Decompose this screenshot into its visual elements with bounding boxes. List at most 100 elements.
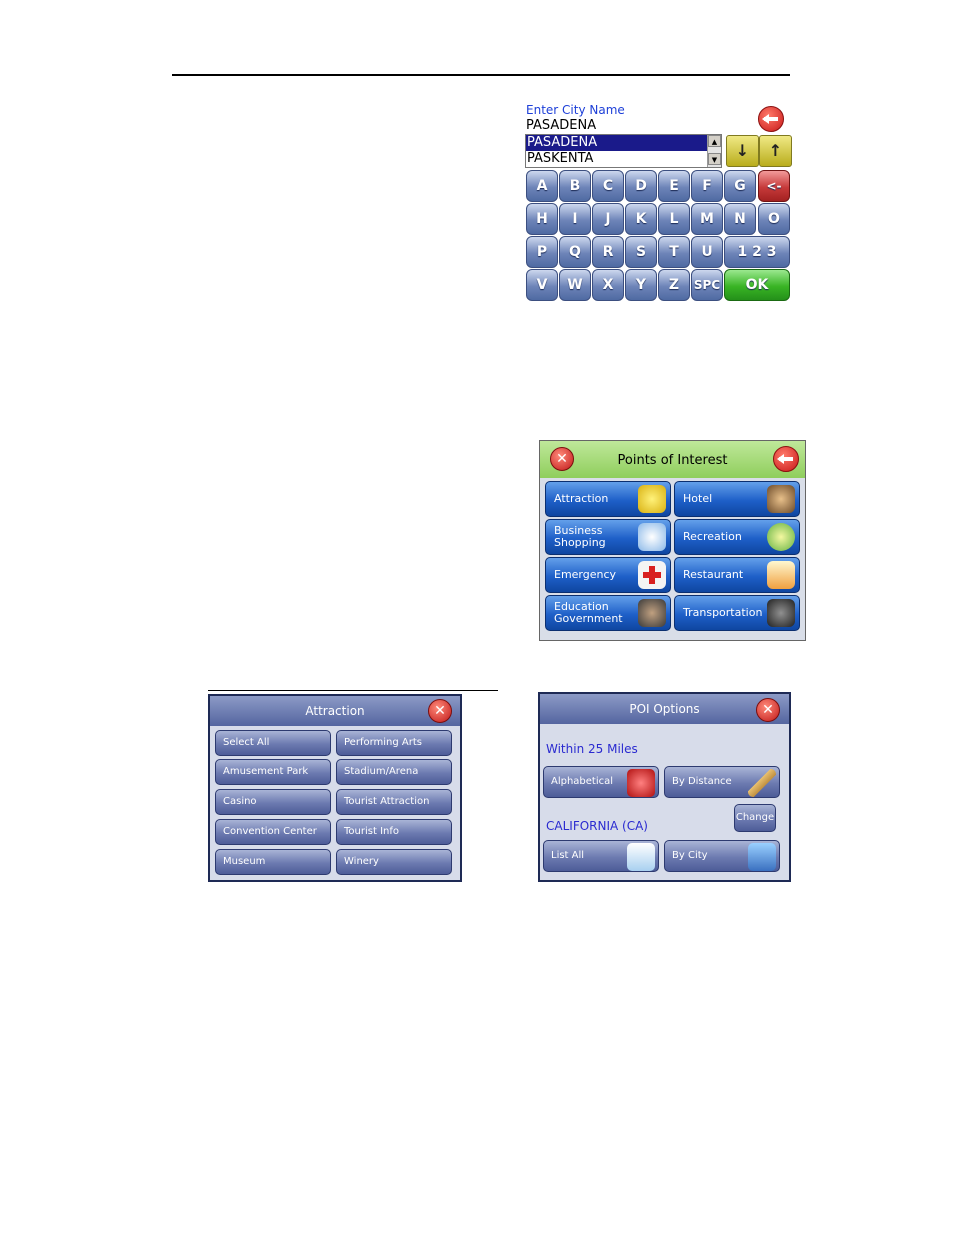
key-g[interactable]: G xyxy=(724,170,756,202)
poi-business-shopping-button[interactable]: Business Shopping xyxy=(545,519,671,555)
list-item[interactable]: Amusement Park xyxy=(215,759,331,785)
key-m[interactable]: M xyxy=(691,203,723,235)
city-input[interactable]: PASADENA xyxy=(526,118,597,133)
up-arrow-button[interactable]: ↑ xyxy=(759,135,792,167)
list-item[interactable]: PASADENA xyxy=(526,135,721,151)
scroll-up-icon[interactable]: ▲ xyxy=(708,135,721,147)
key-x[interactable]: X xyxy=(592,269,624,301)
list-item[interactable]: Performing Arts xyxy=(336,730,452,756)
list-item[interactable]: Tourist Attraction xyxy=(336,789,452,815)
poi-button-label: Hotel xyxy=(683,492,713,505)
poi-hotel-button[interactable]: Hotel xyxy=(674,481,800,517)
poi-transportation-button[interactable]: Transportation xyxy=(674,595,800,631)
divider-rule xyxy=(208,690,498,691)
ruler-icon xyxy=(748,769,776,797)
key-k[interactable]: K xyxy=(625,203,657,235)
drink-icon xyxy=(767,561,795,589)
list-item[interactable]: Casino xyxy=(215,789,331,815)
masks-icon xyxy=(638,485,666,513)
change-button[interactable]: Change xyxy=(734,804,776,832)
back-icon[interactable] xyxy=(773,446,799,472)
poi-panel: ✕ Points of Interest Attraction Hotel Bu… xyxy=(539,440,806,641)
key-z[interactable]: Z xyxy=(658,269,690,301)
notepad-icon xyxy=(627,843,655,871)
key-p[interactable]: P xyxy=(526,236,558,268)
key-c[interactable]: C xyxy=(592,170,624,202)
key-d[interactable]: D xyxy=(625,170,657,202)
key-s[interactable]: S xyxy=(625,236,657,268)
key-o[interactable]: O xyxy=(758,203,790,235)
attraction-dialog: Attraction ✕ Select All Performing Arts … xyxy=(208,694,462,882)
poi-button-label: Education Government xyxy=(554,600,623,625)
radius-label: Within 25 Miles xyxy=(546,742,638,756)
list-item[interactable]: Tourist Info xyxy=(336,819,452,845)
poi-restaurant-button[interactable]: Restaurant xyxy=(674,557,800,593)
close-icon[interactable]: ✕ xyxy=(428,699,452,723)
key-y[interactable]: Y xyxy=(625,269,657,301)
poi-emergency-button[interactable]: Emergency xyxy=(545,557,671,593)
by-distance-button[interactable]: By Distance xyxy=(664,766,780,798)
numeric-key[interactable]: 1 2 3 xyxy=(724,236,790,268)
key-h[interactable]: H xyxy=(526,203,558,235)
sort-icon xyxy=(627,769,655,797)
city-prompt: Enter City Name xyxy=(526,103,625,117)
ok-button[interactable]: OK xyxy=(724,269,790,301)
key-t[interactable]: T xyxy=(658,236,690,268)
list-scrollbar[interactable]: ▲ ▼ xyxy=(707,135,721,167)
poi-recreation-button[interactable]: Recreation xyxy=(674,519,800,555)
button-label: List All xyxy=(551,850,585,861)
backspace-key[interactable]: <- xyxy=(758,170,790,202)
officer-icon xyxy=(638,599,666,627)
close-icon[interactable]: ✕ xyxy=(756,698,780,722)
poi-button-label: Restaurant xyxy=(683,568,744,581)
key-f[interactable]: F xyxy=(691,170,723,202)
space-key[interactable]: SPC xyxy=(691,269,723,301)
back-icon[interactable] xyxy=(758,106,784,132)
list-item[interactable]: Select All xyxy=(215,730,331,756)
key-q[interactable]: Q xyxy=(559,236,591,268)
poi-education-government-button[interactable]: Education Government xyxy=(545,595,671,631)
attraction-title: Attraction xyxy=(305,704,365,718)
poi-options-dialog: POI Options ✕ Within 25 Miles Alphabetic… xyxy=(538,692,791,882)
key-w[interactable]: W xyxy=(559,269,591,301)
first-aid-icon xyxy=(638,561,666,589)
poi-button-label: Recreation xyxy=(683,530,742,543)
poi-button-label: Attraction xyxy=(554,492,609,505)
alphabetical-button[interactable]: Alphabetical xyxy=(543,766,659,798)
poi-button-label: Transportation xyxy=(683,606,763,619)
close-icon[interactable]: ✕ xyxy=(550,447,574,471)
poi-options-header: POI Options ✕ xyxy=(540,694,789,724)
list-item[interactable]: Winery xyxy=(336,849,452,875)
list-all-button[interactable]: List All xyxy=(543,840,659,872)
key-v[interactable]: V xyxy=(526,269,558,301)
state-label: CALIFORNIA (CA) xyxy=(546,819,648,833)
list-item[interactable]: Museum xyxy=(215,849,331,875)
poi-header: ✕ Points of Interest xyxy=(540,441,805,478)
key-u[interactable]: U xyxy=(691,236,723,268)
city-list[interactable]: PASADENA PASKENTA ▲ ▼ xyxy=(525,134,722,168)
city-entry-panel: Enter City Name PASADENA PASADENA PASKEN… xyxy=(524,100,794,304)
button-label: Alphabetical xyxy=(551,776,614,787)
car-icon xyxy=(767,599,795,627)
key-j[interactable]: J xyxy=(592,203,624,235)
list-item[interactable]: Convention Center xyxy=(215,819,331,845)
list-item[interactable]: Stadium/Arena xyxy=(336,759,452,785)
key-l[interactable]: L xyxy=(658,203,690,235)
shopping-bag-icon xyxy=(638,523,666,551)
down-arrow-button[interactable]: ↓ xyxy=(726,135,759,167)
bellhop-icon xyxy=(767,485,795,513)
scroll-down-icon[interactable]: ▼ xyxy=(708,153,721,165)
key-r[interactable]: R xyxy=(592,236,624,268)
by-city-button[interactable]: By City xyxy=(664,840,780,872)
list-item[interactable]: PASKENTA xyxy=(527,151,594,166)
buildings-icon xyxy=(748,843,776,871)
poi-attraction-button[interactable]: Attraction xyxy=(545,481,671,517)
key-e[interactable]: E xyxy=(658,170,690,202)
key-b[interactable]: B xyxy=(559,170,591,202)
key-i[interactable]: I xyxy=(559,203,591,235)
key-a[interactable]: A xyxy=(526,170,558,202)
button-label: By Distance xyxy=(672,776,732,787)
ball-icon xyxy=(767,523,795,551)
key-n[interactable]: N xyxy=(724,203,756,235)
poi-options-title: POI Options xyxy=(629,702,700,716)
